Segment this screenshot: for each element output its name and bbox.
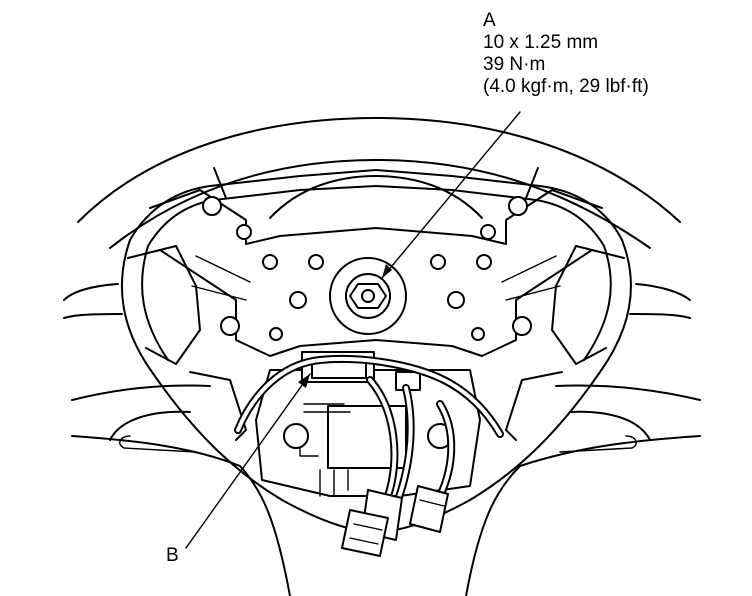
hub-frame <box>120 167 632 533</box>
leader-line-b <box>185 373 311 549</box>
callout-a-torque-nm: 39 N·m <box>483 54 546 75</box>
hub-plate <box>149 189 603 357</box>
connectors <box>341 485 449 557</box>
side-switch-pads <box>127 245 625 441</box>
callout-a-bolt-size: 10 x 1.25 mm <box>483 32 599 53</box>
leader-arrow-b <box>298 374 310 388</box>
callout-a: A 10 x 1.25 mm 39 N·m (4.0 kgf·m, 29 lbf… <box>483 10 649 98</box>
steering-wheel-rim <box>63 117 701 596</box>
steering-wheel-bolt <box>329 257 407 335</box>
wire-harness <box>234 354 504 504</box>
leader-lines <box>185 111 521 549</box>
callout-a-torque-alt: (4.0 kgf·m, 29 lbf·ft) <box>483 76 649 97</box>
leader-arrow-a <box>382 264 392 278</box>
callout-a-letter: A <box>483 10 496 31</box>
leader-line-a <box>381 111 521 279</box>
callout-b-letter: B <box>166 545 179 566</box>
callout-b: B <box>166 545 179 567</box>
